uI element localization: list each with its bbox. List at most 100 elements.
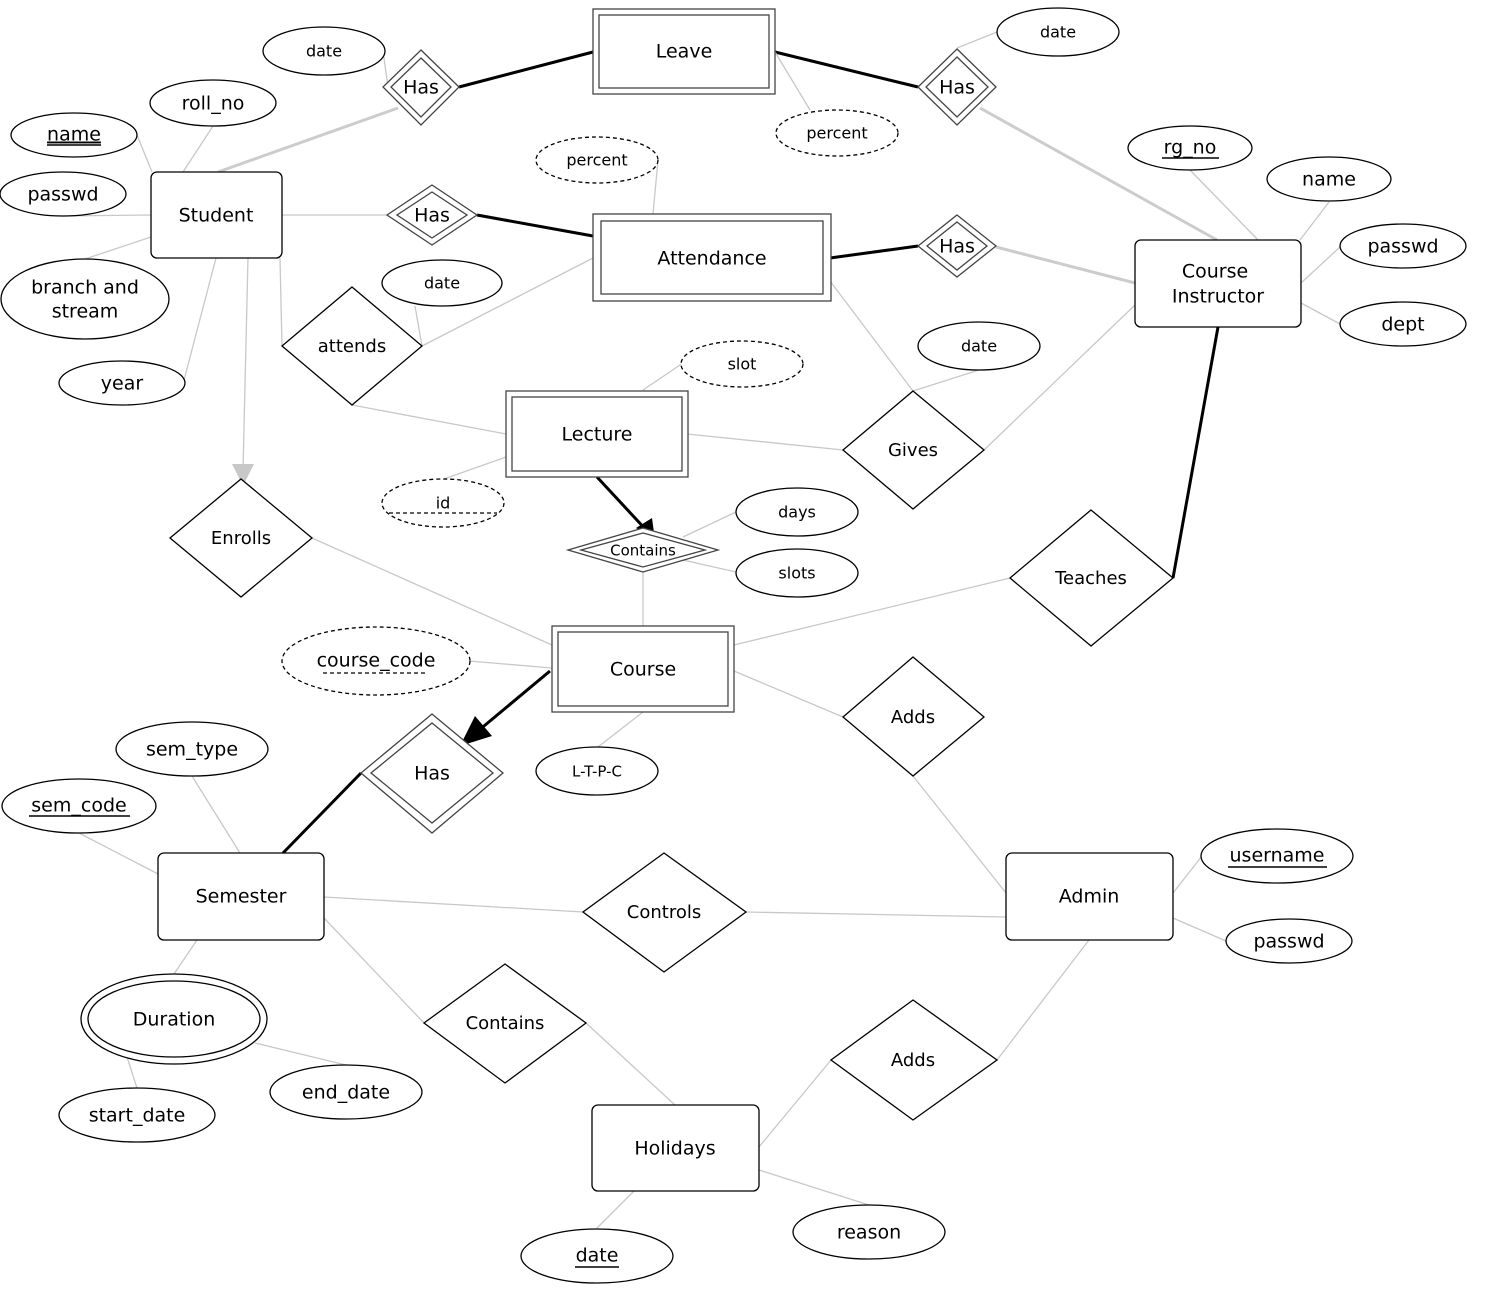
relationship-adds-holidays-label: Adds <box>891 1050 935 1071</box>
relationship-has-instructor-leave[interactable]: Has <box>917 48 997 126</box>
attribute-lecture-id-label: id <box>436 494 451 513</box>
line-has-attendance-student <box>476 213 594 238</box>
attribute-attendance-percent-label: percent <box>566 151 627 170</box>
relationship-has-student-attendance[interactable]: Has <box>385 184 479 246</box>
line-rgno-instructor <box>1189 169 1259 241</box>
attribute-semester-duration[interactable]: Duration <box>80 973 268 1065</box>
entity-course-instructor-label-1: Course <box>1182 261 1248 283</box>
relationship-has-instructor-attendance[interactable]: Has <box>916 214 998 278</box>
relationship-attends[interactable]: attends <box>280 286 424 406</box>
attribute-student-name[interactable]: name <box>10 112 138 158</box>
line-year-student <box>182 257 217 385</box>
attribute-student-branch[interactable]: branch and stream <box>0 258 170 340</box>
attribute-duration-start-date[interactable]: start_date <box>58 1087 216 1143</box>
line-adds-admin <box>912 775 1007 894</box>
line-date-gives <box>912 369 980 392</box>
relationship-controls-label: Controls <box>627 902 701 923</box>
attribute-lecture-id[interactable]: id <box>381 478 505 528</box>
attribute-student-roll-no[interactable]: roll_no <box>149 79 277 127</box>
entity-admin[interactable]: Admin <box>1005 852 1174 941</box>
line-student-enrolls <box>242 257 249 471</box>
attribute-instructor-name-label: name <box>1302 169 1356 191</box>
entity-semester[interactable]: Semester <box>157 852 325 941</box>
relationship-has-student-leave[interactable]: Has <box>382 49 460 126</box>
attribute-instructor-passwd-label: passwd <box>1367 236 1438 258</box>
line-rollno-student <box>182 125 214 173</box>
relationship-adds-course[interactable]: Adds <box>841 656 986 777</box>
relationship-contains-holidays[interactable]: Contains <box>422 963 588 1084</box>
line-course-has-arrow <box>477 669 551 733</box>
line-admin-adds <box>996 939 1090 1061</box>
attribute-semester-code[interactable]: sem_code <box>1 778 157 834</box>
entity-course[interactable]: Course <box>551 625 735 713</box>
attribute-attends-date[interactable]: date <box>381 259 503 307</box>
attribute-contains-days[interactable]: days <box>735 487 859 537</box>
line-semester-contains <box>323 917 425 1024</box>
relationship-has-course-semester-label: Has <box>414 763 450 785</box>
line-has-instructor-leave <box>979 106 1218 242</box>
line-attends-lecture <box>351 404 507 435</box>
entity-holidays[interactable]: Holidays <box>591 1104 760 1192</box>
attribute-attendance-percent[interactable]: percent <box>535 136 659 184</box>
attribute-instructor-rg-no[interactable]: rg_no <box>1127 125 1253 171</box>
attribute-instructor-passwd[interactable]: passwd <box>1339 223 1467 269</box>
line-semtype-semester <box>191 775 241 854</box>
attribute-holidays-reason[interactable]: reason <box>792 1204 946 1260</box>
attribute-holidays-date-label: date <box>576 1245 619 1267</box>
line-percent-attendance <box>652 159 659 215</box>
line-leave-percent <box>774 51 811 111</box>
line-has-instructor-attendance <box>995 245 1136 285</box>
line-student-attends <box>279 257 283 347</box>
attribute-semester-type-label: sem_type <box>146 739 238 761</box>
attribute-student-passwd-label: passwd <box>27 184 98 206</box>
attribute-course-ltpc-label: L-T-P-C <box>572 763 622 781</box>
line-ltpc-course <box>597 711 644 748</box>
relationship-has-student-attendance-label: Has <box>414 205 450 227</box>
entity-course-instructor-label-2: Instructor <box>1172 286 1264 308</box>
attribute-leave-instructor-date[interactable]: date <box>996 7 1120 57</box>
attribute-contains-slots[interactable]: slots <box>735 548 859 598</box>
attribute-duration-end-date[interactable]: end_date <box>269 1064 423 1120</box>
attribute-student-passwd[interactable]: passwd <box>0 171 127 217</box>
attribute-instructor-dept[interactable]: dept <box>1339 301 1467 347</box>
attribute-admin-username[interactable]: username <box>1200 828 1354 884</box>
relationship-teaches[interactable]: Teaches <box>1008 509 1175 647</box>
attribute-course-code[interactable]: course_code <box>281 626 471 696</box>
line-lecture-gives <box>686 433 844 451</box>
line-enrolls-course <box>311 537 553 646</box>
relationship-controls[interactable]: Controls <box>581 852 748 973</box>
line-admin-passwd <box>1172 917 1227 942</box>
line-id-lecture <box>443 456 507 480</box>
attribute-course-ltpc[interactable]: L-T-P-C <box>535 746 659 796</box>
attribute-lecture-slot[interactable]: slot <box>680 340 804 388</box>
attribute-semester-duration-label: Duration <box>133 1009 216 1031</box>
attribute-gives-date-label: date <box>961 337 997 356</box>
attribute-holidays-date[interactable]: date <box>520 1228 674 1284</box>
entity-student[interactable]: Student <box>150 171 283 259</box>
relationship-has-instructor-leave-label: Has <box>939 77 975 99</box>
attribute-leave-student-date[interactable]: date <box>262 26 386 76</box>
attribute-semester-type[interactable]: sem_type <box>115 721 269 777</box>
attribute-admin-passwd[interactable]: passwd <box>1225 918 1353 964</box>
attribute-leave-instructor-date-label: date <box>1040 23 1076 42</box>
relationship-has-student-leave-label: Has <box>403 77 439 99</box>
entity-lecture-label: Lecture <box>562 424 633 446</box>
line-name-student <box>136 134 153 173</box>
attribute-leave-percent[interactable]: percent <box>775 109 899 157</box>
attribute-gives-date[interactable]: date <box>917 321 1041 371</box>
attribute-instructor-name[interactable]: name <box>1266 156 1392 202</box>
relationship-has-course-semester[interactable]: Has <box>359 713 505 834</box>
relationship-gives[interactable]: Gives <box>841 390 986 510</box>
entity-attendance[interactable]: Attendance <box>592 213 832 302</box>
attribute-student-roll-no-label: roll_no <box>182 93 245 115</box>
attribute-leave-student-date-label: date <box>306 42 342 61</box>
entity-course-instructor[interactable]: Course Instructor <box>1134 239 1302 328</box>
relationship-adds-holidays[interactable]: Adds <box>829 999 999 1121</box>
relationship-enrolls[interactable]: Enrolls <box>168 478 314 598</box>
entity-lecture[interactable]: Lecture <box>505 390 689 478</box>
entity-leave[interactable]: Leave <box>592 8 776 95</box>
attribute-lecture-slot-label: slot <box>728 355 757 374</box>
attribute-student-year[interactable]: year <box>58 360 186 406</box>
relationship-contains-lecture-course[interactable]: Contains <box>565 527 721 573</box>
